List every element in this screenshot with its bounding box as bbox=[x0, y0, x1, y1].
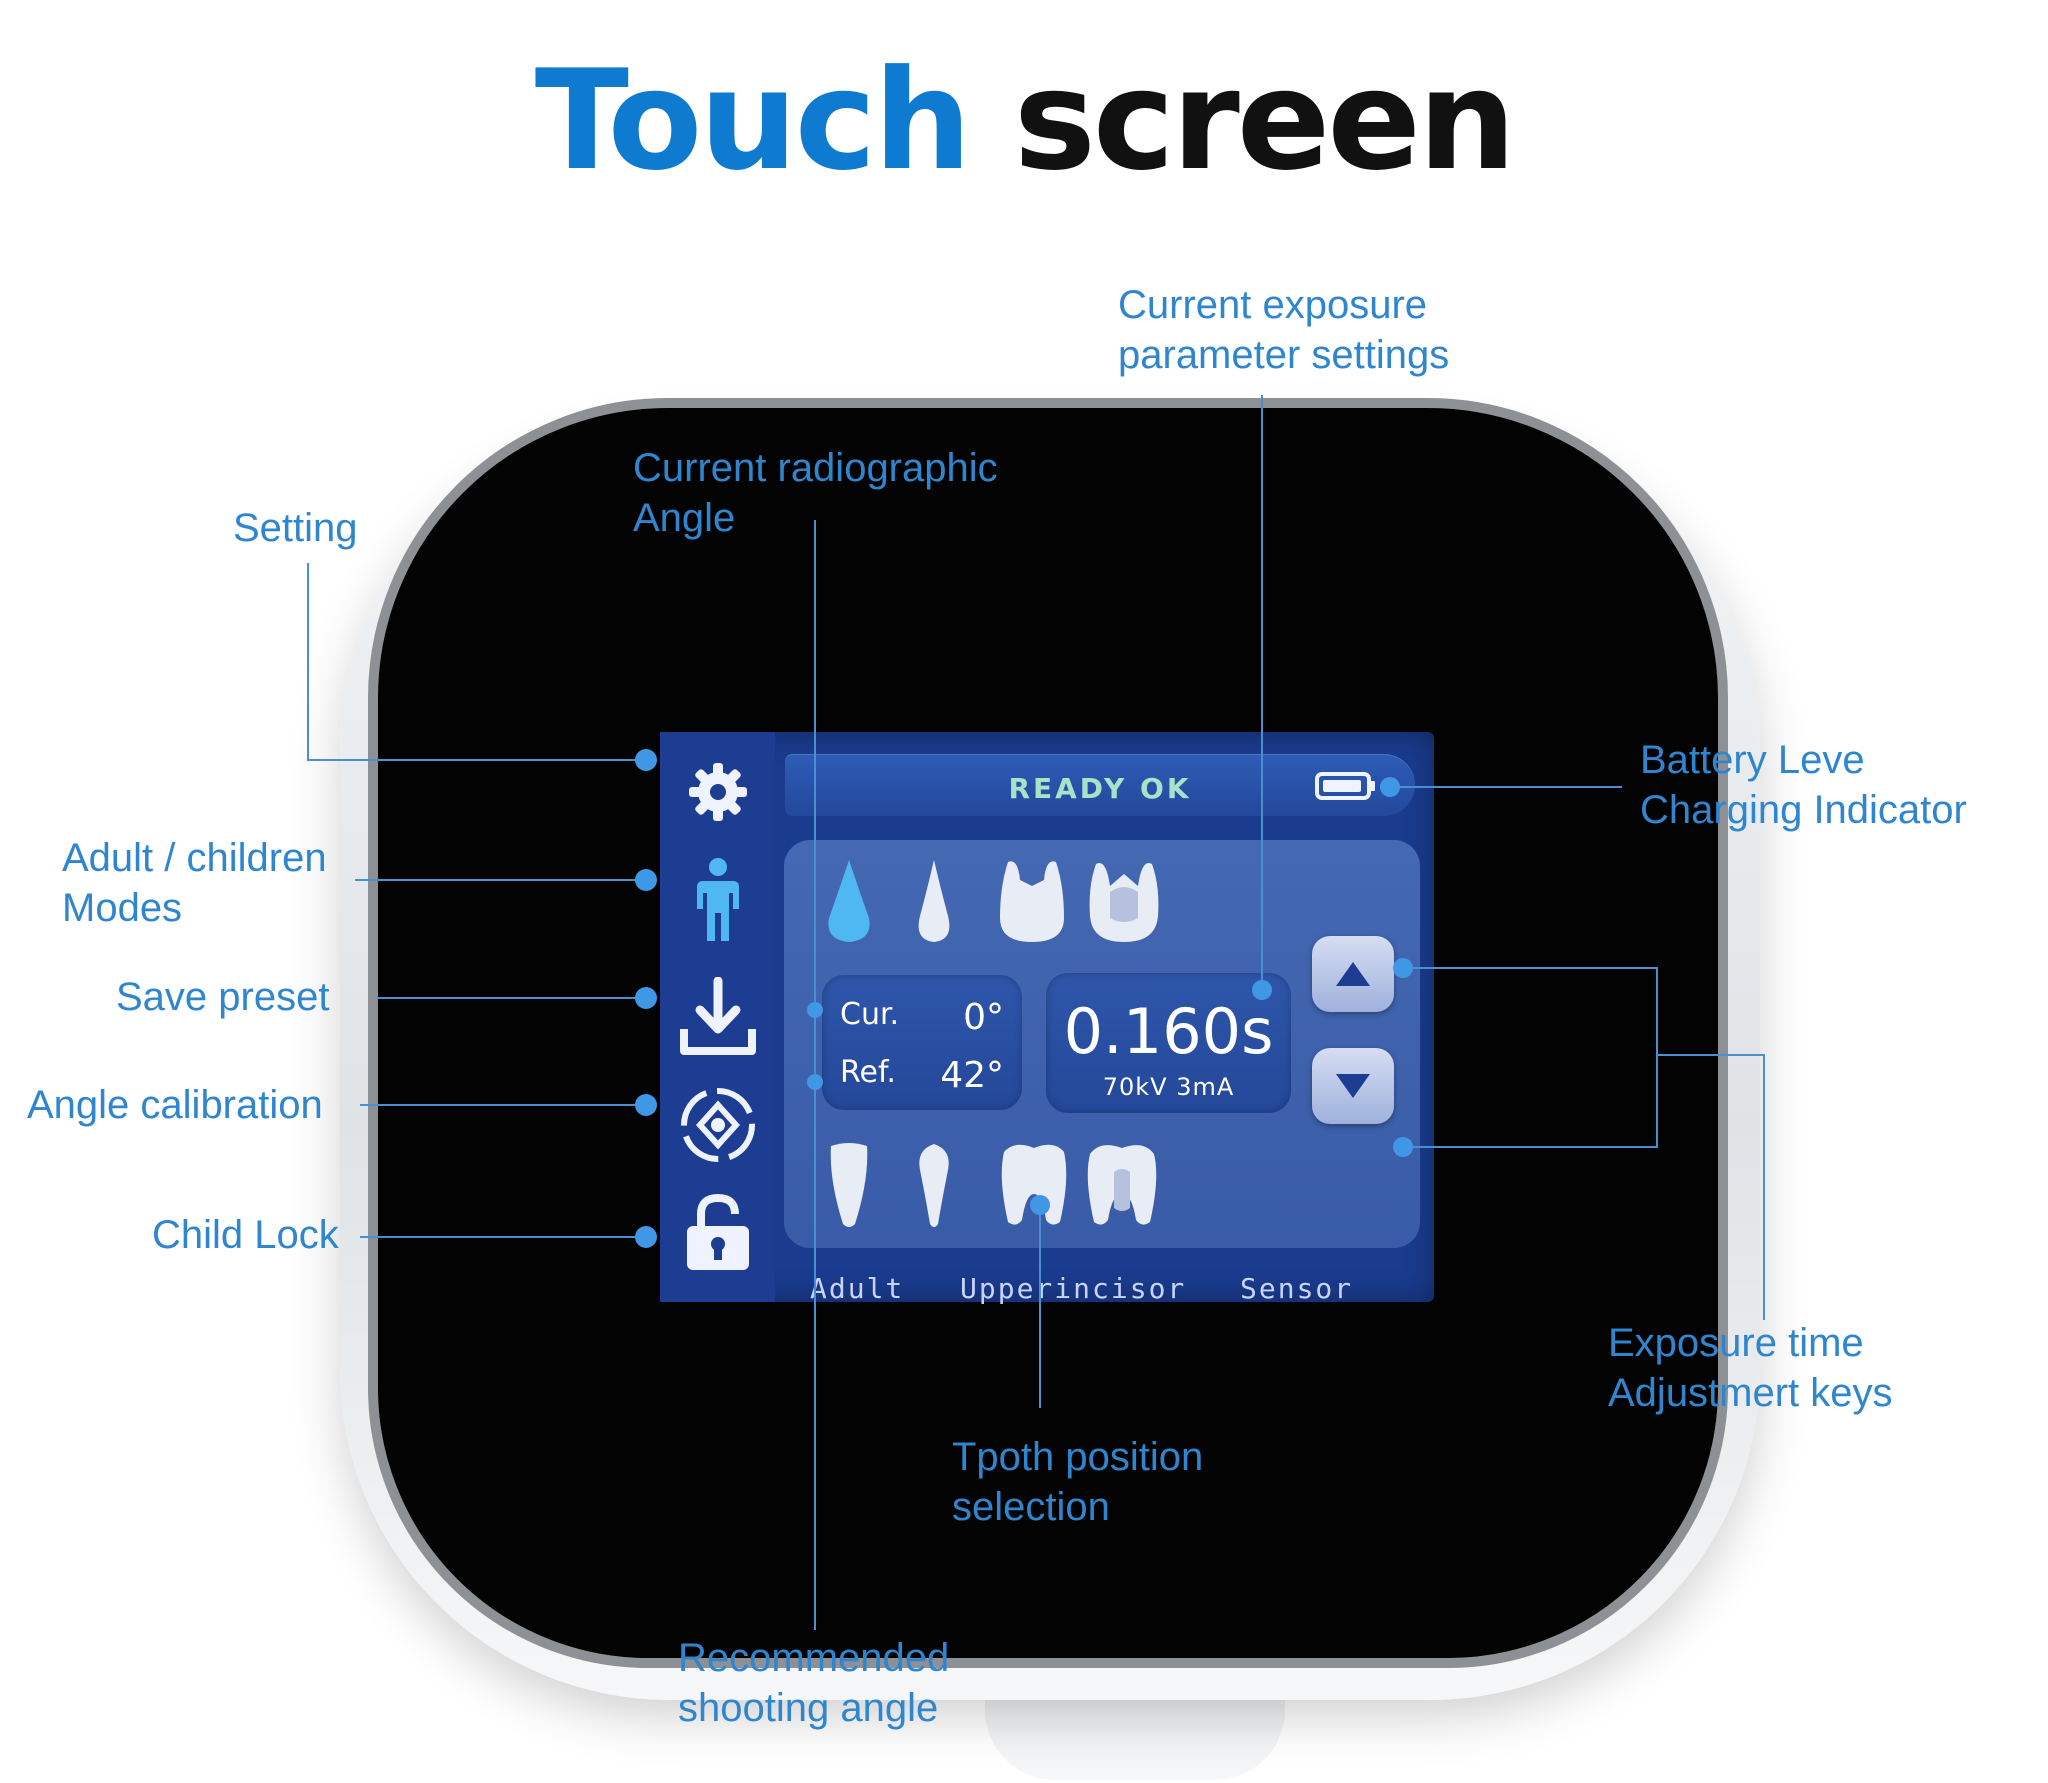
callout-modes-line1: Adult / children bbox=[62, 836, 327, 880]
gear-icon[interactable] bbox=[678, 752, 758, 832]
status-bar: READY OK bbox=[785, 754, 1415, 816]
callout-radiographic-line1: Current radiographic bbox=[633, 446, 998, 490]
lower-premolar-icon[interactable] bbox=[994, 1138, 1074, 1228]
page-title: Touch screen bbox=[0, 52, 2048, 190]
arrow-up-icon bbox=[1336, 962, 1370, 986]
callout-radiographic-angle: Current radiographic Angle bbox=[633, 443, 998, 543]
reference-angle-row: Ref. 42° bbox=[840, 1055, 1004, 1096]
callout-radiographic-line2: Angle bbox=[633, 496, 736, 540]
upper-incisor-icon[interactable] bbox=[819, 856, 879, 946]
exposure-params: 70kV 3mA bbox=[1102, 1073, 1235, 1101]
exposure-display: 0.160s 70kV 3mA bbox=[1046, 973, 1291, 1113]
callout-setting: Setting bbox=[233, 506, 358, 550]
callout-recommended-line1: Recommended bbox=[678, 1636, 950, 1680]
current-angle-value: 0° bbox=[963, 997, 1004, 1038]
exposure-up-button[interactable] bbox=[1312, 936, 1394, 1012]
footer-sensor: Sensor bbox=[1240, 1272, 1354, 1305]
download-icon[interactable] bbox=[678, 977, 758, 1057]
callout-exposure-params: Current exposure parameter settings bbox=[1118, 280, 1449, 380]
lower-incisor-icon[interactable] bbox=[819, 1140, 879, 1230]
callout-tooth-line2: selection bbox=[952, 1485, 1110, 1529]
callout-tooth-line1: Tpoth position bbox=[952, 1435, 1204, 1479]
current-angle-row: Cur. 0° bbox=[840, 997, 1004, 1038]
callout-exposure-keys: Exposure time Adjustmert keys bbox=[1608, 1318, 1893, 1418]
footer-tooth: Upperincisor bbox=[960, 1272, 1187, 1305]
callout-modes-line2: Modes bbox=[62, 886, 183, 930]
callout-exposure-params-line2: parameter settings bbox=[1118, 333, 1450, 377]
callout-angle-calibration: Angle calibration bbox=[27, 1083, 323, 1127]
callout-modes: Adult / children Modes bbox=[62, 833, 327, 933]
callout-save-preset: Save preset bbox=[116, 975, 330, 1019]
callout-tooth-position: Tpoth position selection bbox=[952, 1432, 1203, 1532]
lcd-sidebar bbox=[660, 732, 775, 1302]
callout-battery-line1: Battery Leve bbox=[1640, 738, 1865, 782]
callout-battery: Battery Leve Charging Indicator bbox=[1640, 735, 1967, 835]
callout-exposure-params-line1: Current exposure bbox=[1118, 283, 1428, 327]
battery-icon bbox=[1315, 772, 1377, 800]
reference-angle-label: Ref. bbox=[840, 1055, 896, 1090]
exposure-time: 0.160s bbox=[1063, 995, 1274, 1068]
target-icon[interactable] bbox=[678, 1085, 758, 1165]
callout-child-lock: Child Lock bbox=[152, 1213, 339, 1257]
title-touch: Touch bbox=[534, 40, 972, 201]
lower-molar-icon[interactable] bbox=[1082, 1138, 1162, 1228]
lock-icon[interactable] bbox=[678, 1192, 758, 1272]
arrow-down-icon bbox=[1336, 1074, 1370, 1098]
callout-exposure-keys-line2: Adjustmert keys bbox=[1608, 1371, 1893, 1415]
status-text: READY OK bbox=[1008, 772, 1192, 805]
current-angle-label: Cur. bbox=[840, 997, 900, 1032]
upper-molar-icon[interactable] bbox=[1084, 856, 1164, 946]
upper-canine-icon[interactable] bbox=[904, 856, 964, 946]
person-icon[interactable] bbox=[678, 858, 758, 941]
reference-angle-value: 42° bbox=[940, 1055, 1004, 1096]
callout-recommended-line2: shooting angle bbox=[678, 1686, 939, 1730]
angle-display: Cur. 0° Ref. 42° bbox=[822, 975, 1022, 1110]
title-screen: screen bbox=[1013, 40, 1516, 201]
exposure-down-button[interactable] bbox=[1312, 1048, 1394, 1124]
callout-exposure-keys-line1: Exposure time bbox=[1608, 1321, 1864, 1365]
upper-premolar-icon[interactable] bbox=[992, 856, 1072, 946]
lower-canine-icon[interactable] bbox=[904, 1140, 964, 1230]
footer-mode: Adult bbox=[810, 1272, 905, 1305]
main-panel: Cur. 0° Ref. 42° 0.160s 70kV 3mA bbox=[784, 840, 1420, 1248]
callout-recommended-angle: Recommended shooting angle bbox=[678, 1633, 949, 1733]
callout-battery-line2: Charging Indicator bbox=[1640, 788, 1967, 832]
